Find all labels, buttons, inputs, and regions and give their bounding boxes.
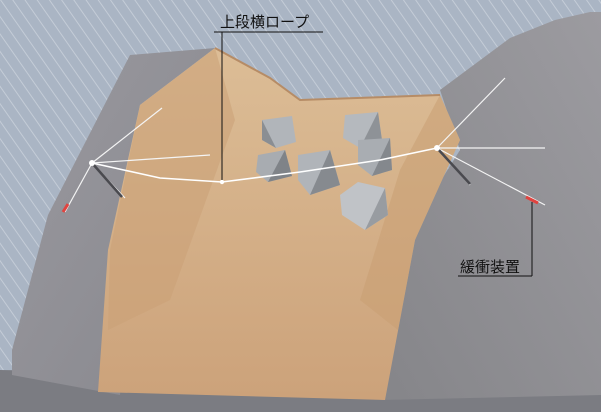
rock-debris	[256, 112, 392, 230]
channel-shadow-right	[360, 95, 460, 330]
rope-anchor	[89, 145, 471, 198]
right-slope	[380, 12, 601, 400]
upper-rope-label: 上段横ロープ	[220, 13, 309, 31]
upper-rope-callout: 上段横ロープ	[214, 13, 323, 180]
channel-shadow-left	[108, 48, 235, 330]
left-slope	[12, 48, 215, 395]
buffer-device	[61, 195, 539, 213]
buffer-device-callout: 緩衝装置	[458, 202, 533, 277]
upper-horizontal-rope	[91, 147, 438, 183]
channel-ridge	[214, 47, 441, 102]
buffer-device-label: 緩衝装置	[460, 258, 520, 276]
